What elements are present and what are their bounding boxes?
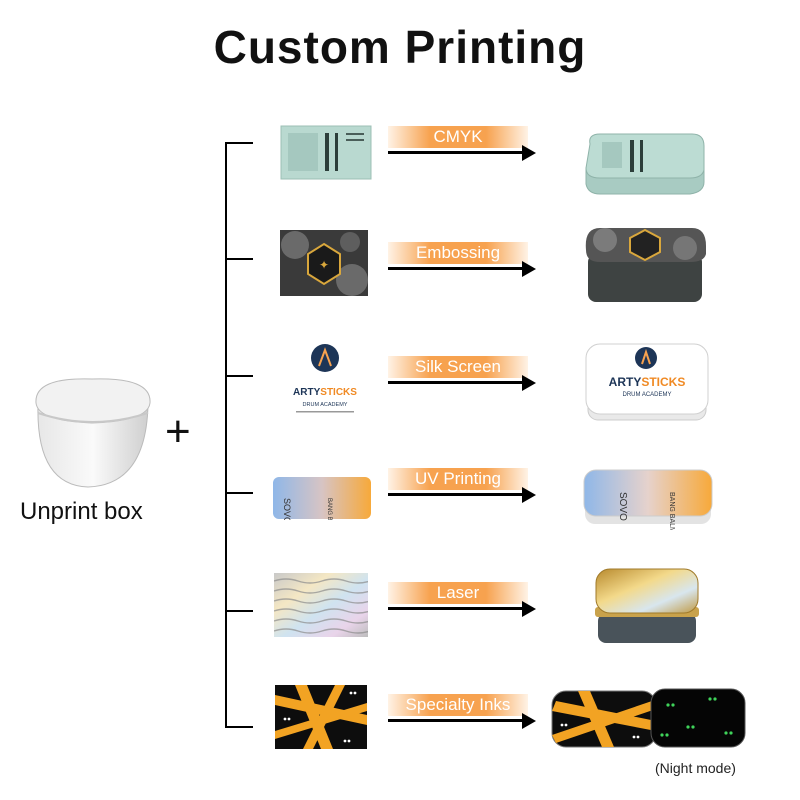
technique-label: Laser: [388, 582, 528, 604]
technique-row-silk-screen: ARTYSTICKS DRUM ACADEMY Silk Screen ARTY…: [0, 340, 800, 440]
plus-sign: +: [165, 407, 191, 456]
unprinted-box-label: Unprint box: [20, 498, 143, 525]
silk-screen-sample-image: ARTYSTICKS DRUM ACADEMY: [278, 340, 373, 420]
svg-text:SOVO: SOVO: [617, 492, 628, 521]
technique-label: CMYK: [388, 126, 528, 148]
technique-row-specialty-inks: Specialty Inks: [0, 685, 800, 785]
uv-printing-sample-image: SOVO BANG BALM: [273, 477, 371, 520]
technique-row-laser: Laser: [0, 568, 800, 670]
arrow-shaft: [388, 381, 526, 384]
bracket-branch: [225, 726, 253, 728]
arrow-shaft: [388, 607, 526, 610]
svg-text:ARTYSTICKS: ARTYSTICKS: [609, 375, 686, 389]
bracket-branch: [225, 375, 253, 377]
page-title: Custom Printing: [213, 21, 587, 73]
silk-screen-result-tin-image: ARTYSTICKS DRUM ACADEMY: [585, 343, 709, 421]
arrow-shaft: [388, 493, 526, 496]
cmyk-sample-image: [280, 125, 372, 180]
svg-text:SOVO: SOVO: [282, 498, 292, 520]
specialty-inks-sample-image: [275, 685, 367, 749]
uv-printing-result-tin-image: SOVO BANG BALM: [583, 469, 713, 530]
arrow-head-icon: [522, 261, 536, 277]
svg-text:BANG BALM: BANG BALM: [326, 498, 332, 520]
night-mode-note: (Night mode): [655, 760, 736, 776]
bracket-branch: [225, 610, 253, 612]
technique-row-cmyk: CMYK: [0, 115, 800, 215]
technique-row-embossing: ✦ Embossing: [0, 228, 800, 330]
bracket-branch: [225, 492, 253, 494]
unprinted-tin-image: [35, 378, 151, 488]
arrow-head-icon: [522, 145, 536, 161]
embossing-result-tin-image: [585, 228, 706, 302]
laser-result-tin-image: [595, 568, 699, 643]
svg-text:DRUM ACADEMY: DRUM ACADEMY: [303, 402, 348, 408]
arrow-shaft: [388, 267, 526, 270]
technique-label: UV Printing: [388, 468, 528, 490]
svg-text:BANG BALM: BANG BALM: [668, 492, 675, 530]
technique-label: Embossing: [388, 242, 528, 264]
arrow-shaft: [388, 719, 526, 722]
laser-sample-image: [274, 573, 368, 637]
technique-label: Specialty Inks: [388, 694, 528, 716]
bracket-line: [225, 142, 227, 727]
technique-row-uv-printing: SOVO BANG BALM UV Printing SOVO BANG BAL…: [0, 460, 800, 560]
technique-label: Silk Screen: [388, 356, 528, 378]
arrow-head-icon: [522, 487, 536, 503]
specialty-inks-result-tin-night-image: [650, 688, 746, 748]
arrow-shaft: [388, 151, 526, 154]
arrow-head-icon: [522, 601, 536, 617]
bracket-branch: [225, 142, 253, 144]
svg-text:DRUM ACADEMY: DRUM ACADEMY: [622, 392, 671, 398]
embossing-sample-image: ✦: [280, 230, 368, 296]
svg-text:ARTYSTICKS: ARTYSTICKS: [293, 387, 357, 398]
cmyk-result-tin-image: [585, 133, 705, 195]
bracket-branch: [225, 258, 253, 260]
arrow-head-icon: [522, 713, 536, 729]
specialty-inks-result-tin-day-image: [551, 690, 657, 748]
arrow-head-icon: [522, 375, 536, 391]
svg-text:✦: ✦: [319, 258, 329, 272]
